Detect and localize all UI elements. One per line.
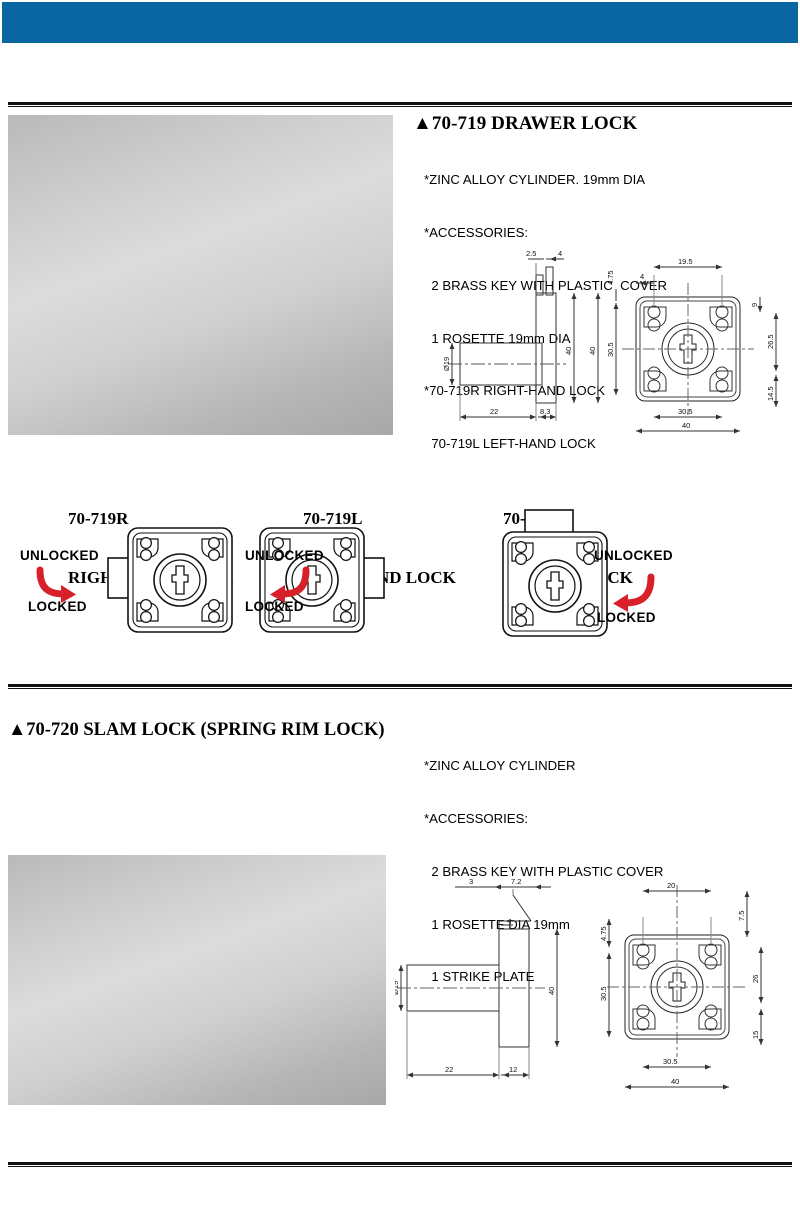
spec-line: 2 BRASS KEY WITH PLASTIC COVER bbox=[424, 863, 664, 879]
dim-label: 15 bbox=[751, 1031, 760, 1039]
divider-middle bbox=[8, 684, 792, 689]
dim-label: 26.5 bbox=[766, 334, 775, 349]
dim-label: 30.5 bbox=[599, 986, 608, 1001]
divider-top bbox=[8, 102, 792, 107]
dim-label: 4.75 bbox=[599, 926, 608, 941]
variant-code: 70-719L bbox=[303, 509, 363, 528]
spec-line: *ACCESSORIES: bbox=[424, 810, 529, 826]
variant-code: 70-719R bbox=[68, 509, 129, 528]
label-locked-719L: LOCKED bbox=[245, 599, 304, 614]
spec-line: *70-719R RIGHT-HAND LOCK bbox=[424, 383, 606, 399]
variant-diagram-70-719 bbox=[495, 508, 635, 643]
label-locked-719: LOCKED bbox=[597, 610, 656, 625]
section-title-70-720: ▲70-720 SLAM LOCK (SPRING RIM LOCK) bbox=[8, 720, 385, 740]
header-band bbox=[2, 2, 798, 43]
spec-line: 1 STRIKE PLATE bbox=[424, 969, 535, 985]
dim-label: 2.5 bbox=[526, 249, 536, 258]
dim-label: 40 bbox=[547, 987, 556, 995]
dim-label: Ø19 bbox=[442, 357, 451, 371]
dim-label: 30.5 bbox=[606, 342, 615, 357]
label-unlocked-719: UNLOCKED bbox=[594, 548, 673, 563]
dim-label: 7.2 bbox=[511, 877, 521, 886]
dim-label: 30.5 bbox=[663, 1057, 678, 1066]
dim-label: 20 bbox=[667, 881, 675, 890]
dim-label: 40 bbox=[671, 1077, 679, 1086]
spec-line: 70-719L LEFT-HAND LOCK bbox=[424, 436, 596, 452]
variant-diagram-70-719R bbox=[10, 520, 260, 640]
dim-label: 9 bbox=[750, 303, 759, 307]
rotation-arrow-719R bbox=[28, 566, 88, 606]
dim-label: 3 bbox=[469, 877, 473, 886]
divider-bottom bbox=[8, 1162, 792, 1167]
dim-label: 14.5 bbox=[766, 386, 775, 401]
dim-label: 4 bbox=[640, 272, 644, 281]
spec-line: 1 ROSETTE DIA 19mm bbox=[424, 916, 570, 932]
dim-label: 19.5 bbox=[678, 257, 693, 266]
technical-drawing-70-720: Ø19 3 7.2 40 22 bbox=[395, 875, 795, 1105]
label-unlocked-719L: UNLOCKED bbox=[245, 548, 324, 563]
dim-label: 4.75 bbox=[606, 270, 615, 285]
dim-label: Ø19 bbox=[395, 981, 400, 995]
spec-line: *ZINC ALLOY CYLINDER. 19mm DIA bbox=[424, 172, 646, 188]
dim-label: 8.3 bbox=[540, 407, 550, 416]
spec-line: *ACCESSORIES: bbox=[424, 224, 529, 240]
dim-label: 30.5 bbox=[678, 407, 693, 416]
label-locked-719R: LOCKED bbox=[28, 599, 87, 614]
section-title-70-719: ▲70-719 DRAWER LOCK bbox=[413, 113, 638, 134]
spec-list-70-720: *ZINC ALLOY CYLINDER *ACCESSORIES: 2 BRA… bbox=[424, 722, 663, 1021]
dim-label: 26 bbox=[751, 975, 760, 983]
product-photo-70-720 bbox=[8, 855, 386, 1105]
dim-label: 40 bbox=[682, 421, 690, 430]
dim-label: 40 bbox=[588, 347, 597, 355]
dim-label: 22 bbox=[490, 407, 498, 416]
product-photo-70-719 bbox=[8, 115, 393, 435]
rotation-arrow-719 bbox=[605, 571, 665, 615]
dim-label: 12 bbox=[509, 1065, 517, 1074]
variant-diagram-70-719L bbox=[232, 520, 482, 640]
dim-label: 7.5 bbox=[737, 911, 746, 921]
dim-label: 40 bbox=[564, 347, 573, 355]
dim-label: 22 bbox=[445, 1065, 453, 1074]
label-unlocked-719R: UNLOCKED bbox=[20, 548, 99, 563]
rotation-arrow-719L bbox=[258, 566, 318, 606]
technical-drawing-70-719: Ø19 2.5 4 40 22 bbox=[440, 245, 795, 440]
spec-line: *ZINC ALLOY CYLINDER bbox=[424, 758, 576, 774]
dim-label: 4 bbox=[558, 249, 562, 258]
